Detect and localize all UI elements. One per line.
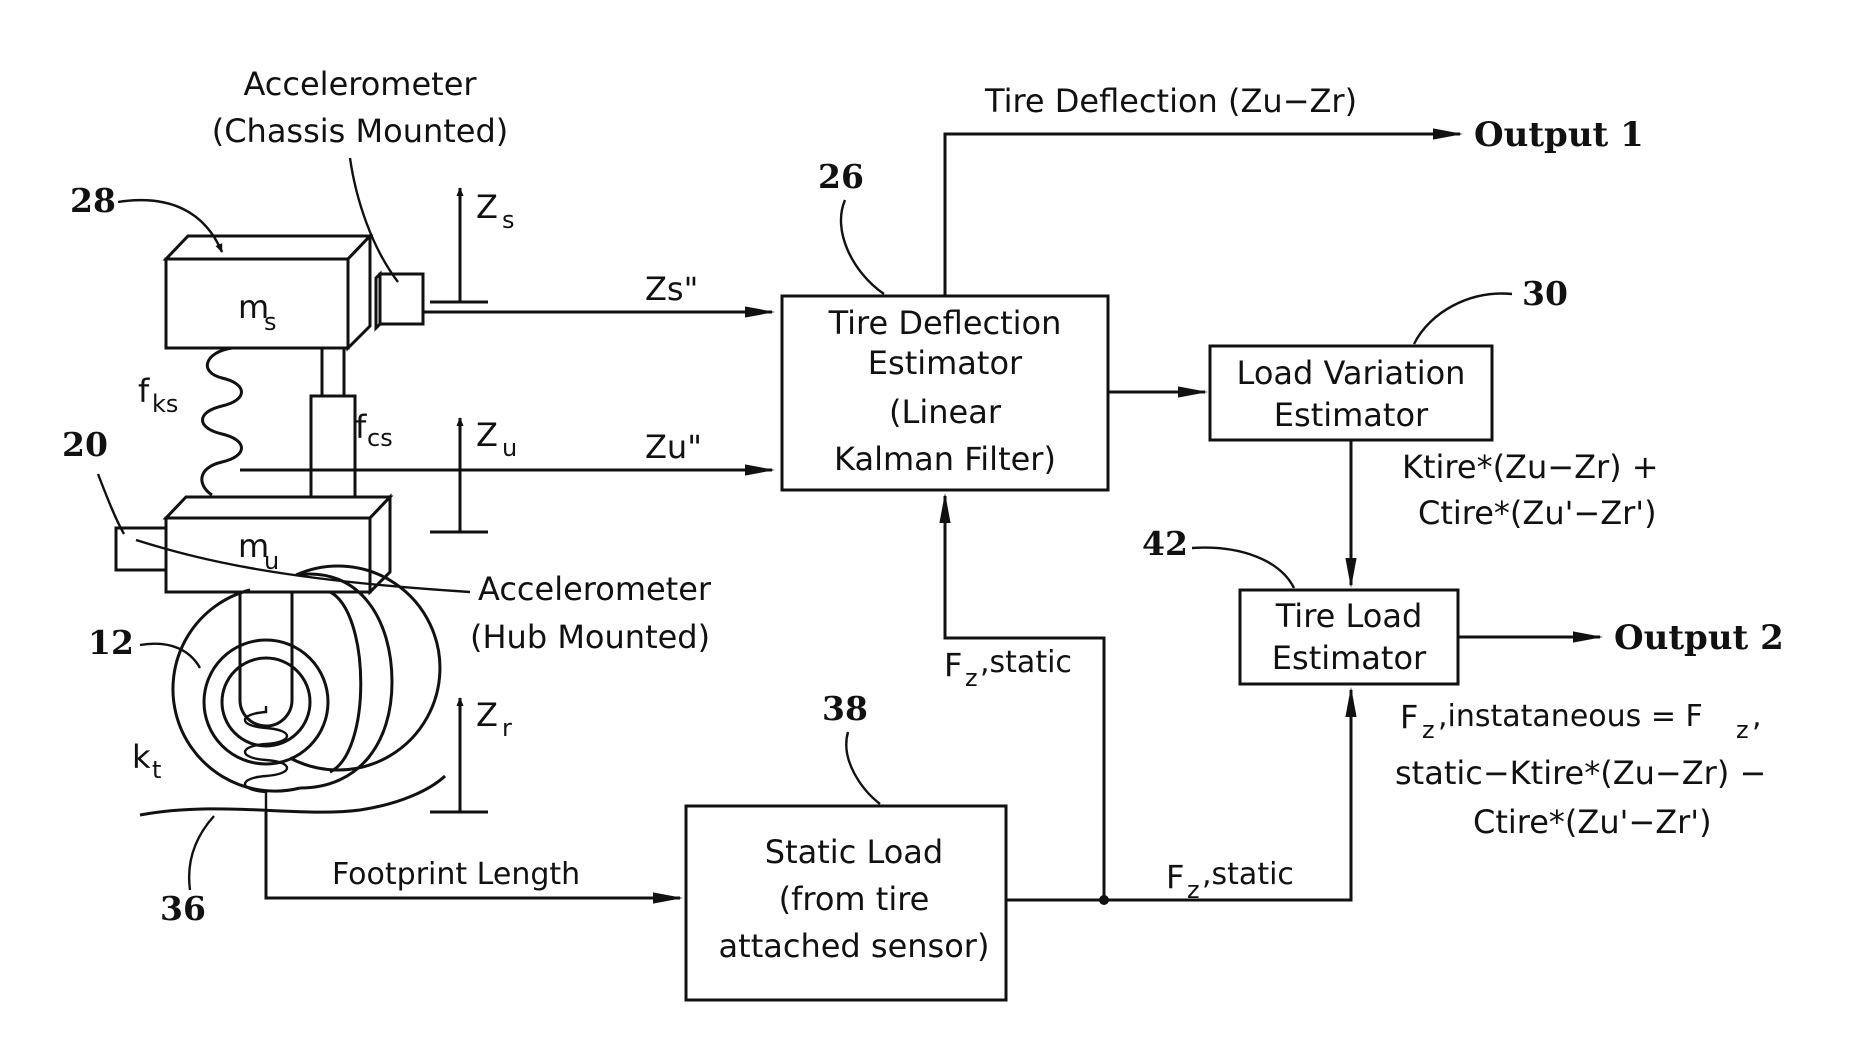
tire-deflection-estimator-line3: (Linear	[889, 393, 1002, 431]
fz-static-upper-label: ,static	[980, 645, 1072, 680]
ms-subscript: s	[264, 308, 277, 336]
fks-subscript: ks	[152, 390, 178, 418]
tire-load-estimator-line1: Tire Load	[1275, 597, 1423, 635]
kt-subscript: t	[152, 756, 161, 784]
zs-axis-subscript: s	[502, 206, 515, 234]
fz-static-upper-subscript: z	[965, 664, 978, 692]
fz-static-lower-base: F	[1166, 858, 1184, 896]
load-variation-estimator-line1: Load Variation	[1237, 354, 1466, 392]
ref-12-leader	[140, 644, 200, 668]
tire-deflection-estimator-line2: Estimator	[868, 344, 1023, 382]
ref-26: 26	[818, 157, 864, 196]
zr-axis-subscript: r	[502, 714, 512, 742]
zu-axis-subscript: u	[502, 434, 517, 462]
ref-12: 12	[88, 623, 134, 662]
fz-static-lower-label: ,static	[1202, 857, 1294, 892]
static-load-line1: Static Load	[765, 833, 943, 871]
zu-axis-label: Z	[476, 416, 498, 454]
tire-deflection-output-line	[945, 134, 1460, 296]
load-variation-formula-line2: Ctire*(Zu'−Zr')	[1418, 494, 1657, 532]
hub-accelerometer-label-line1: Accelerometer	[478, 570, 712, 608]
ref-20: 20	[62, 425, 108, 464]
fz-static-upper-base: F	[944, 646, 962, 684]
hub-accelerometer-label-line2: (Hub Mounted)	[470, 618, 710, 656]
fcs-subscript: cs	[367, 424, 393, 452]
zs-axis-label: Z	[476, 188, 498, 226]
unsprung-mass-block: m u	[166, 497, 390, 592]
ref-42-leader	[1192, 548, 1294, 588]
fz-inst-line3: Ctire*(Zu'−Zr')	[1473, 803, 1712, 841]
zu-signal-label: Zu"	[645, 428, 702, 466]
chassis-accelerometer-label-line1: Accelerometer	[243, 65, 477, 103]
ref-30-leader	[1414, 294, 1512, 344]
static-load-line2: (from tire	[779, 880, 930, 918]
ref-20-leader	[98, 474, 124, 534]
sprung-mass-block: m s	[166, 236, 370, 348]
chassis-accelerometer	[376, 274, 423, 328]
tire-deflection-label: Tire Deflection (Zu−Zr)	[984, 82, 1357, 120]
tire-load-estimator-line2: Estimator	[1272, 639, 1427, 677]
kt-label: k	[132, 738, 151, 776]
output-1-label: Output 1	[1474, 115, 1644, 155]
fz-inst-comma: ,	[1752, 699, 1762, 734]
output-2-label: Output 2	[1614, 618, 1784, 658]
load-variation-estimator-line2: Estimator	[1274, 396, 1429, 434]
chassis-accelerometer-label-line2: (Chassis Mounted)	[212, 112, 509, 150]
road-surface	[140, 776, 445, 815]
ref-30: 30	[1522, 274, 1568, 313]
damper-fcs	[311, 348, 355, 504]
ref-36: 36	[160, 889, 206, 928]
fz-inst-subscript2: z	[1736, 716, 1749, 744]
spring-fks	[202, 348, 242, 495]
fz-inst-base: F	[1400, 698, 1418, 736]
fz-inst-line2: static−Ktire*(Zu−Zr) −	[1395, 754, 1766, 792]
tire-deflection-estimator-line4: Kalman Filter)	[834, 440, 1056, 478]
fcs-label: f	[355, 408, 367, 446]
zs-signal-label: Zs"	[645, 270, 698, 308]
fks-label: f	[138, 372, 150, 410]
static-load-line3: attached sensor)	[719, 927, 990, 965]
ref-38-leader	[846, 732, 880, 804]
fz-static-lower-subscript: z	[1187, 876, 1200, 904]
zr-axis-label: Z	[476, 696, 498, 734]
ref-26-leader	[841, 200, 884, 294]
ref-42: 42	[1142, 524, 1188, 563]
ref-28: 28	[70, 181, 116, 220]
fz-inst-subscript: z	[1422, 716, 1435, 744]
hub-accelerometer	[116, 528, 166, 570]
ref-38: 38	[822, 689, 868, 728]
load-variation-formula-line1: Ktire*(Zu−Zr) +	[1402, 448, 1659, 486]
ref-36-leader	[189, 816, 214, 890]
footprint-length-label: Footprint Length	[332, 857, 580, 892]
wheel	[173, 566, 440, 791]
fz-inst-line1: ,instataneous = F	[1438, 699, 1703, 734]
tire-deflection-estimator-line1: Tire Deflection	[828, 304, 1062, 342]
